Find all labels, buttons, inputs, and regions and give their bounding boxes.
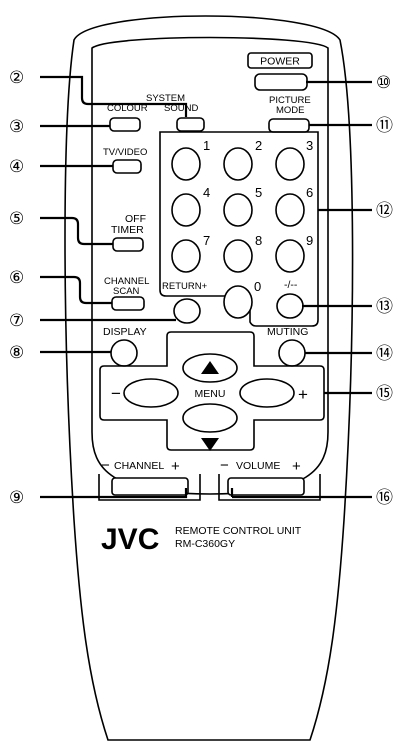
key-6-button[interactable]	[275, 193, 305, 227]
up-arrow-icon	[201, 361, 219, 374]
key-9-button[interactable]	[275, 239, 305, 273]
colour-button[interactable]	[109, 117, 141, 132]
callout-12: ⑫	[376, 201, 393, 220]
callout-14: ⑭	[376, 344, 393, 363]
off-timer-button[interactable]	[112, 237, 144, 252]
callout-15: ⑮	[376, 384, 393, 403]
key-1-label: 1	[203, 138, 210, 153]
key-3-button[interactable]	[275, 147, 305, 181]
channel-bracket	[98, 474, 201, 501]
remote-face-panel	[91, 36, 329, 495]
display-button[interactable]	[110, 339, 138, 367]
callout-10: ⑩	[376, 73, 391, 92]
callout-11: ⑪	[376, 116, 393, 135]
colour-label: COLOUR	[107, 103, 148, 114]
callout-numbers: ② ③ ④ ⑤ ⑥ ⑦ ⑧ ⑨ ⑩ ⑪ ⑫ ⑬ ⑭ ⑮ ⑯	[9, 68, 393, 507]
channel-minus-label: −	[101, 457, 110, 474]
menu-down-button[interactable]	[182, 403, 238, 433]
key-8-label: 8	[255, 233, 262, 248]
remote-body-outline	[64, 15, 354, 741]
volume-bracket	[218, 474, 321, 501]
menu-label: MENU	[195, 388, 226, 400]
off-label: OFF	[125, 213, 146, 225]
volume-minus-label: −	[220, 457, 229, 474]
key-5-label: 5	[255, 185, 262, 200]
volume-plus-label: +	[292, 458, 301, 475]
remote-unit-label: REMOTE CONTROL UNIT	[175, 525, 302, 537]
timer-label: TIMER	[111, 224, 144, 236]
key-2-button[interactable]	[223, 147, 253, 181]
power-label-frame	[247, 52, 313, 69]
picture-mode-button[interactable]	[268, 118, 310, 133]
callout-7: ⑦	[9, 311, 24, 330]
menu-plus-label: +	[298, 385, 308, 404]
system-label: SYSTEM	[146, 93, 185, 104]
key-1-button[interactable]	[171, 147, 201, 181]
callout-6: ⑥	[9, 268, 24, 287]
key-7-button[interactable]	[171, 239, 201, 273]
callout-2: ②	[9, 68, 24, 87]
dash-button[interactable]	[276, 293, 304, 319]
tv-video-label: TV/VIDEO	[103, 147, 147, 158]
return-button[interactable]	[173, 298, 201, 324]
scan-label: SCAN	[113, 286, 140, 297]
channel-scan-button[interactable]	[111, 296, 145, 311]
callout-leaders	[40, 75, 372, 499]
tv-video-button[interactable]	[112, 159, 142, 174]
callout-3: ③	[9, 117, 24, 136]
key-9-label: 9	[306, 233, 313, 248]
sound-button[interactable]	[176, 117, 205, 132]
channel-label: CHANNEL	[114, 460, 164, 472]
display-label: DISPLAY	[103, 326, 147, 338]
volume-label: VOLUME	[236, 460, 280, 472]
callout-4: ④	[9, 157, 24, 176]
channel-plus-label: +	[171, 458, 180, 475]
muting-label: MUTING	[267, 326, 308, 338]
keypad: 1 2 3 4 5 6 7 8 9 0	[171, 138, 313, 319]
keypad-frame	[159, 131, 319, 327]
return-label: RETURN+	[162, 281, 208, 292]
channel-scan-top-label: CHANNEL	[104, 276, 149, 287]
callout-9: ⑨	[9, 488, 24, 507]
callout-16: ⑯	[376, 488, 393, 507]
key-5-button[interactable]	[223, 193, 253, 227]
down-arrow-icon	[201, 438, 219, 451]
key-0-button[interactable]	[223, 285, 253, 319]
mode-label: MODE	[276, 105, 305, 116]
channel-rocker-button[interactable]	[111, 477, 189, 496]
key-3-label: 3	[306, 138, 313, 153]
key-0-label: 0	[254, 279, 261, 294]
callout-8: ⑧	[9, 343, 24, 362]
volume-rocker-button[interactable]	[227, 477, 305, 496]
key-6-label: 6	[306, 185, 313, 200]
jvc-logo: JVC	[101, 523, 159, 556]
sound-label: SOUND	[164, 103, 198, 114]
callout-5: ⑤	[9, 209, 24, 228]
key-4-button[interactable]	[171, 193, 201, 227]
key-2-label: 2	[255, 138, 262, 153]
key-7-label: 7	[203, 233, 210, 248]
menu-left-button[interactable]	[123, 378, 179, 408]
menu-minus-label: −	[111, 384, 121, 403]
dash-label: -/--	[284, 279, 298, 291]
power-label: POWER	[260, 56, 300, 68]
muting-button[interactable]	[278, 339, 306, 367]
menu-cross-frame	[99, 331, 325, 451]
key-8-button[interactable]	[223, 239, 253, 273]
key-4-label: 4	[203, 185, 210, 200]
model-number-label: RM-C360GY	[175, 538, 235, 550]
picture-label: PICTURE	[269, 95, 311, 106]
menu-right-button[interactable]	[239, 378, 295, 408]
callout-13: ⑬	[376, 297, 393, 316]
power-button[interactable]	[254, 73, 308, 91]
